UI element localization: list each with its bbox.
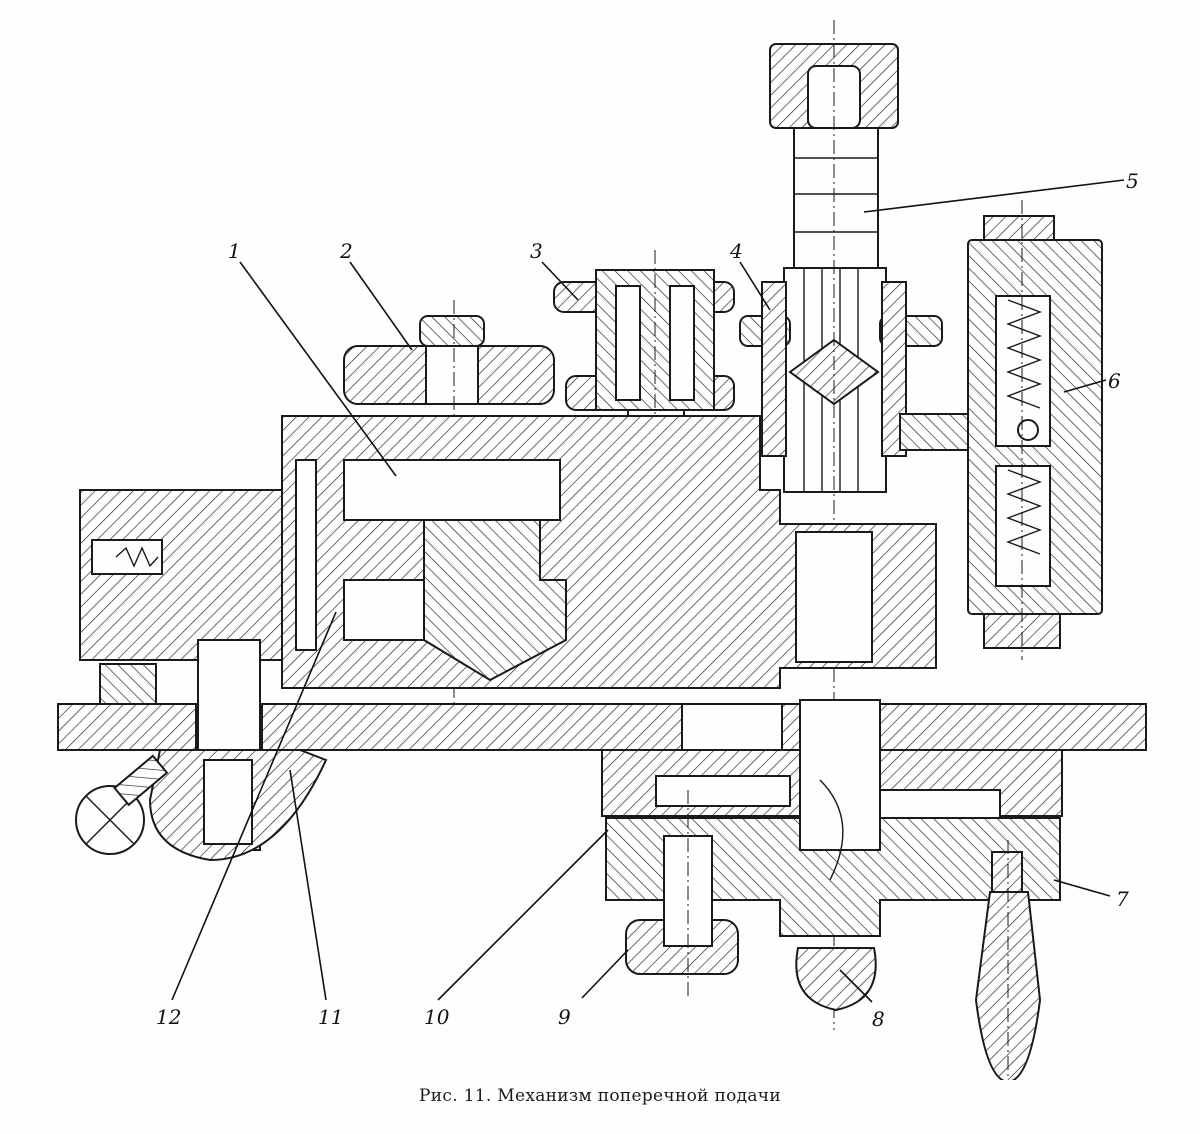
callout-4: 4 <box>729 239 743 263</box>
gear-housing <box>739 281 981 457</box>
cross-feed-mechanism-drawing: 1 2 3 4 5 6 7 8 9 10 11 12 <box>57 20 1147 1080</box>
leader-lines <box>171 179 1125 1003</box>
callout-labels: 1 2 3 4 5 6 7 8 9 10 11 12 <box>156 169 1139 1031</box>
clamp-screw-assembly <box>75 639 328 862</box>
callout-12: 12 <box>156 1005 181 1029</box>
main-housing <box>79 415 937 689</box>
lead-screw-assembly <box>769 20 899 1030</box>
callout-5: 5 <box>1126 169 1139 193</box>
callout-1: 1 <box>228 239 241 263</box>
callout-10: 10 <box>424 1005 450 1029</box>
callout-7: 7 <box>1116 887 1129 911</box>
knob-9 <box>625 790 739 1000</box>
figure-caption: Рис. 11. Механизм поперечной подачи <box>419 1086 781 1106</box>
callout-2: 2 <box>339 239 353 263</box>
callout-11: 11 <box>318 1005 343 1029</box>
callout-6: 6 <box>1108 369 1121 393</box>
spring-lock-assembly <box>967 200 1103 660</box>
knob-8 <box>795 947 877 1012</box>
lower-carriage <box>601 699 1063 1080</box>
callout-9: 9 <box>558 1005 571 1029</box>
callout-3: 3 <box>530 239 543 263</box>
callout-8: 8 <box>872 1007 885 1031</box>
gear-2 <box>343 300 555 710</box>
